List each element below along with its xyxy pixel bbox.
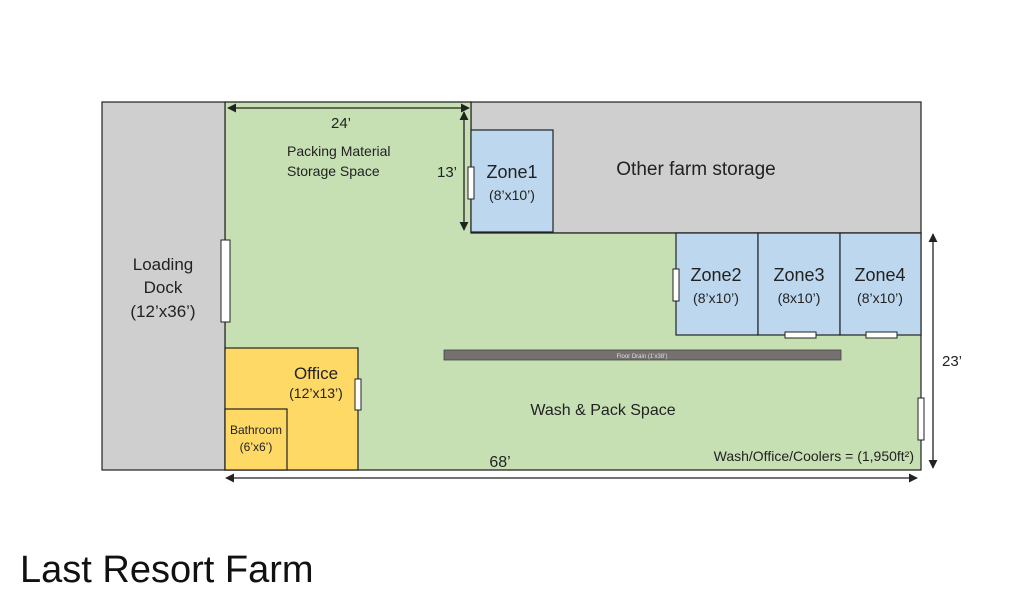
bathroom-room — [224, 408, 288, 471]
other-storage-label: Other farm storage — [616, 159, 775, 180]
packing-label-line1: Packing Material — [287, 143, 391, 159]
area-note: Wash/Office/Coolers = (1,950ft²) — [714, 448, 914, 464]
loading-dock-label-line2: Dock — [144, 278, 183, 297]
zone3-door — [784, 331, 817, 339]
loading-dock-size: (12’x36’) — [130, 302, 195, 321]
dimension-label-68ft: 68’ — [489, 454, 510, 471]
zone3-label: Zone3 — [773, 265, 824, 285]
loading-dock-door — [220, 239, 231, 323]
dimension-label-23ft: 23’ — [942, 353, 962, 370]
packing-label-line2: Storage Space — [287, 163, 380, 179]
zone2-door — [672, 268, 680, 302]
zone3-cooler — [757, 232, 841, 336]
zone4-door — [865, 331, 898, 339]
zone2-size: (8’x10’) — [693, 290, 739, 306]
zone4-label: Zone4 — [854, 265, 905, 285]
zone3-size: (8x10’) — [778, 290, 821, 306]
zone1-label: Zone1 — [486, 162, 537, 182]
floor-drain-label: Floor Drain (1’x38’) — [616, 354, 667, 360]
zone2-cooler — [675, 232, 759, 336]
page-title: Last Resort Farm — [20, 549, 314, 591]
zone1-door — [467, 166, 475, 200]
floor-drain — [443, 349, 842, 361]
office-door — [354, 378, 362, 411]
wash-pack-label: Wash & Pack Space — [530, 402, 675, 419]
zone2-label: Zone2 — [690, 265, 741, 285]
exterior-door — [917, 397, 925, 441]
zone1-cooler — [470, 129, 554, 233]
office-label: Office — [294, 364, 338, 383]
zone4-size: (8’x10’) — [857, 290, 903, 306]
bathroom-label: Bathroom — [230, 423, 282, 437]
loading-dock-label-line1: Loading — [133, 255, 194, 274]
dimension-label-24ft: 24’ — [331, 115, 351, 132]
bathroom-size: (6’x6’) — [240, 440, 273, 454]
office-size: (12’x13’) — [289, 385, 343, 401]
zone1-size: (8’x10’) — [489, 187, 535, 203]
dimension-label-13ft: 13’ — [437, 164, 457, 181]
zone4-cooler — [839, 232, 922, 336]
